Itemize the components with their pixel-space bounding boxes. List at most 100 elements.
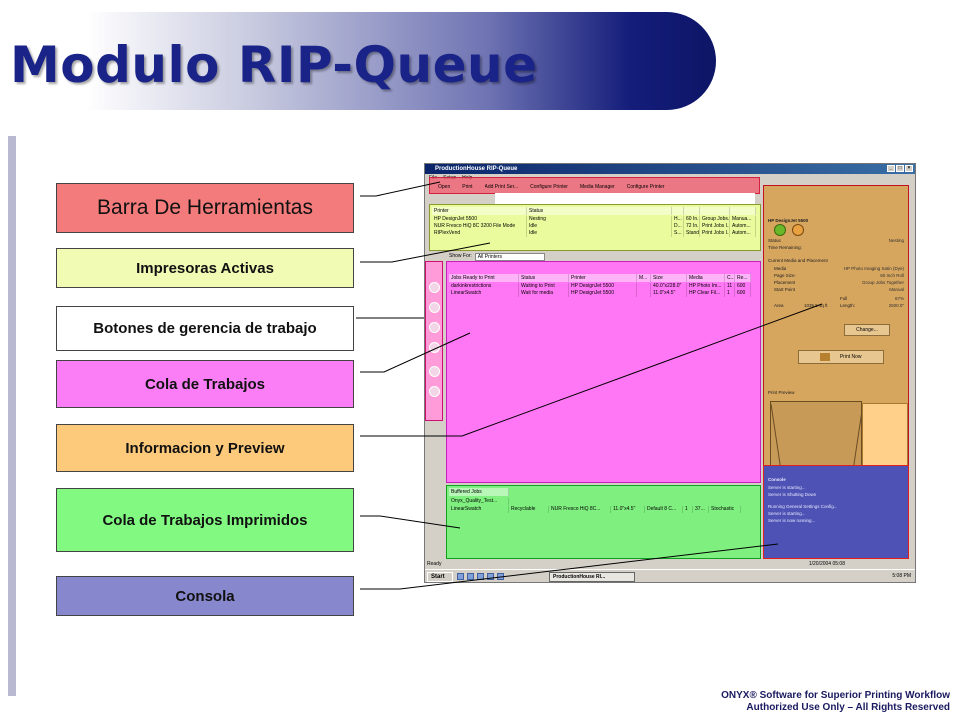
printer-name: HP DesignJet 5500 — [432, 216, 527, 223]
maximize-button[interactable]: □ — [896, 165, 904, 172]
printers-col-printer[interactable]: Printer — [432, 207, 527, 215]
quicklaunch-icon[interactable] — [487, 573, 494, 580]
printed-job-status: Recyclable — [509, 506, 549, 513]
printer-row[interactable]: RIPlexVend Idle S... Stand... Print Jobs… — [432, 230, 756, 237]
info-area-label: Area — [774, 303, 784, 308]
printed-row[interactable]: LinearSwatch Recyclable NUR Fresco HiQ 8… — [449, 506, 741, 513]
pause-icon[interactable] — [792, 224, 804, 236]
printers-col-status[interactable]: Status — [527, 207, 672, 215]
job-action-button[interactable] — [429, 342, 440, 353]
printer-col4: 60 In... — [686, 216, 700, 223]
preview-roll-graphic — [771, 403, 861, 472]
printer-col5: Group Jobs... — [702, 216, 730, 223]
printed-row[interactable]: Onyx_Quality_Test... — [449, 498, 509, 505]
info-full-value: 67% — [894, 296, 904, 301]
jobs-col-media[interactable]: Media — [687, 274, 725, 282]
slide-title: Modulo RIP-Queue — [10, 36, 538, 94]
minimize-button[interactable]: _ — [887, 165, 895, 172]
jobs-col-name[interactable]: Jobs Ready to Print — [449, 274, 519, 282]
info-printer-name: HP DesignJet 5500 — [768, 218, 809, 223]
toolbar-media-manager-button[interactable]: Media Manager — [579, 184, 615, 190]
status-text: Ready — [427, 561, 442, 567]
label-toolbar: Barra De Herramientas — [56, 183, 354, 233]
info-status-label: Status — [768, 238, 781, 243]
info-media-value: HP Photo Imaging Satin (Dye) — [843, 266, 904, 271]
info-length-label: Length: — [840, 303, 856, 308]
printers-col-4[interactable] — [684, 207, 700, 215]
printed-job-name: LinearSwatch — [449, 506, 509, 513]
job-resolution: 600 — [735, 283, 751, 290]
printed-header: Buffered Jobs — [449, 488, 509, 496]
print-now-label: Print Now — [839, 354, 862, 360]
toolbar-add-server-button[interactable]: Add Print Ser... — [484, 184, 519, 190]
quicklaunch-icon[interactable] — [457, 573, 464, 580]
preview-page — [862, 403, 908, 472]
jobs-col-c[interactable]: C... — [727, 274, 735, 282]
print-now-button[interactable]: Print Now — [798, 350, 884, 364]
print-preview-area — [770, 401, 862, 472]
label-console: Consola — [56, 576, 354, 616]
printers-col-3[interactable] — [672, 207, 684, 215]
job-media: HP Photo Im... — [687, 283, 725, 290]
job-buttons-region — [425, 261, 443, 421]
info-start-label: Start Point — [774, 287, 796, 292]
job-action-button[interactable] — [429, 386, 440, 397]
job-action-button[interactable] — [429, 302, 440, 313]
printers-col-5[interactable] — [700, 207, 730, 215]
printer-row[interactable]: HP DesignJet 5500 Nesting H... 60 In... … — [432, 216, 756, 223]
taskbar-window-button[interactable]: ProductionHouse RI... — [549, 572, 635, 582]
jobs-col-status[interactable]: Status — [519, 274, 569, 282]
job-resolution: 600 — [735, 290, 751, 297]
footer: ONYX® Software for Superior Printing Wor… — [721, 690, 950, 714]
quicklaunch-icon[interactable] — [497, 573, 504, 580]
job-row[interactable]: LinearSwatch Wait for media HP DesignJet… — [449, 290, 751, 297]
printed-col-name[interactable]: Buffered Jobs — [449, 488, 509, 496]
printer-col4: Stand... — [686, 230, 700, 237]
status-light-icon — [774, 224, 786, 236]
start-button[interactable]: Start — [427, 572, 453, 582]
info-placement-label: Placement — [774, 280, 796, 285]
printed-job-size: 11.0"x4.5" — [611, 506, 645, 513]
taskbar-clock: 5:08 PM — [892, 573, 911, 579]
printer-col6: Autom... — [730, 223, 756, 230]
job-action-button[interactable] — [429, 366, 440, 377]
toolbar-open-button[interactable]: Open — [438, 184, 451, 190]
window-controls: _ □ × — [887, 165, 913, 172]
job-action-button[interactable] — [429, 282, 440, 293]
toolbar-items: Open Print Add Print Ser... Configure Pr… — [438, 184, 665, 190]
job-name: darkinkrestrictions — [449, 283, 519, 290]
job-m — [637, 283, 651, 290]
printer-name: RIPlexVend — [432, 230, 527, 237]
toolbar-print-button[interactable]: Print — [462, 184, 473, 190]
job-queue-region: Jobs Ready to Print Status Printer M... … — [446, 261, 761, 483]
close-button[interactable]: × — [905, 165, 913, 172]
jobs-header: Jobs Ready to Print Status Printer M... … — [449, 274, 751, 282]
printers-col-6[interactable] — [730, 207, 756, 215]
jobs-col-size[interactable]: Size — [651, 274, 687, 282]
job-printer: HP DesignJet 5500 — [569, 290, 637, 297]
jobs-col-m[interactable]: M... — [637, 274, 651, 282]
info-status-value: Nesting — [888, 238, 904, 243]
print-preview-label: Print Preview — [768, 390, 795, 395]
quicklaunch-icon[interactable] — [477, 573, 484, 580]
info-page-label: Page Size: — [774, 273, 796, 278]
quicklaunch-icon[interactable] — [467, 573, 474, 580]
filter-select[interactable]: All Printers — [474, 253, 545, 261]
change-button[interactable]: Change... — [844, 324, 890, 336]
printer-col3: D... — [672, 223, 684, 230]
printer-status: Nesting — [527, 216, 672, 223]
printer-col5: Print Jobs I... — [702, 230, 730, 237]
toolbar-region: Open Print Add Print Ser... Configure Pr… — [429, 177, 760, 194]
label-printed-queue: Cola de Trabajos Imprimidos — [56, 488, 354, 552]
rip-queue-window: ProductionHouse RIP-Queue _ □ × File Set… — [424, 163, 916, 583]
job-row[interactable]: darkinkrestrictions Waiting to Print HP … — [449, 283, 751, 290]
quick-launch — [457, 573, 504, 580]
job-action-button[interactable] — [429, 322, 440, 333]
active-printers-region: Printer Status HP DesignJet 5500 Nesting… — [429, 204, 761, 251]
window-titlebar: ProductionHouse RIP-Queue _ □ × — [425, 164, 915, 174]
printer-row[interactable]: NUR Fresco HiQ 8C 3200 File Mode Idle D.… — [432, 223, 756, 230]
toolbar-configure-printer2-button[interactable]: Configure Printer — [626, 184, 665, 190]
toolbar-configure-printer-button[interactable]: Configure Printer — [530, 184, 568, 190]
jobs-col-re[interactable]: Re... — [735, 274, 751, 282]
jobs-col-printer[interactable]: Printer — [569, 274, 637, 282]
